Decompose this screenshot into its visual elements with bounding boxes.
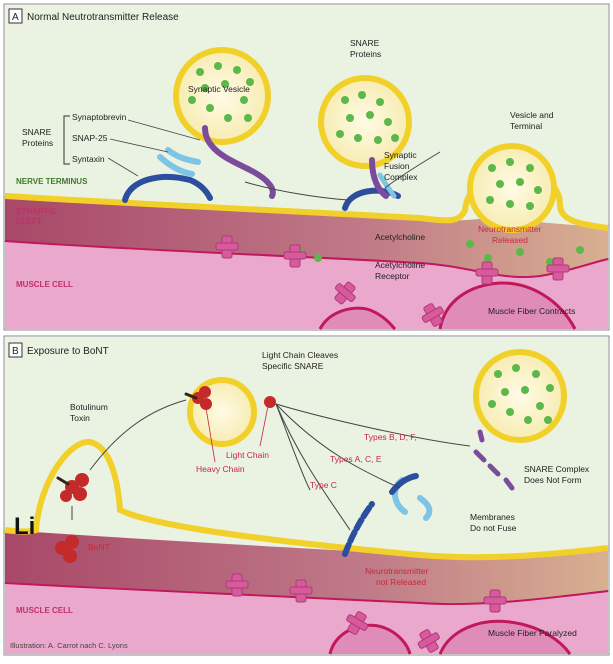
label-snare-complex-1: SNARE Complex xyxy=(524,464,590,474)
label-ach-receptor-1: Acetylcholine xyxy=(375,260,425,270)
label-ach-receptor-2: Receptor xyxy=(375,271,410,281)
label-synaptobrevin: Synaptobrevin xyxy=(72,112,127,122)
label-botulinum-2: Toxin xyxy=(70,413,90,423)
synaptic-vesicle-1 xyxy=(176,50,268,142)
label-synaptic-vesicle: Synaptic Vesicle xyxy=(188,84,250,94)
label-type-c: Type C xyxy=(310,480,337,490)
label-nt-not-released-2: not Released xyxy=(376,577,426,587)
label-muscle-paralyzed: Muscle Fiber Paralyzed xyxy=(488,628,577,638)
label-bont: BoNT xyxy=(88,542,110,552)
label-nerve-terminus: NERVE TERMINUS xyxy=(16,177,88,186)
label-fusion-2: Fusion xyxy=(384,161,410,171)
label-membranes-2: Do not Fuse xyxy=(470,523,517,533)
label-types-bdf: Types B, D, F, xyxy=(364,432,417,442)
label-snare-bracket-1: SNARE xyxy=(22,127,52,137)
label-light-chain-cleaves-1: Light Chain Cleaves xyxy=(262,350,338,360)
label-acetylcholine: Acetylcholine xyxy=(375,232,425,242)
panel-b: B Exposure to BoNT Light Chain Cleaves S… xyxy=(4,336,609,655)
label-nt-released-1: Neurotransmitter xyxy=(478,224,541,234)
label-nt-released-2: Released xyxy=(492,235,528,245)
unfused-vesicle xyxy=(476,352,564,440)
label-types-ace: Types A, C, E xyxy=(330,454,382,464)
label-cleft-2: CLEFT xyxy=(16,217,42,226)
label-snare-bracket-2: Proteins xyxy=(22,138,53,148)
label-snare-complex-2: Does Not Form xyxy=(524,475,582,485)
label-fusion-1: Synaptic xyxy=(384,150,417,160)
panel-a-title: Normal Neutrotransmitter Release xyxy=(27,12,179,23)
label-membranes-1: Membranes xyxy=(470,512,515,522)
label-vesicle-terminal-2: Terminal xyxy=(510,121,542,131)
panel-a: A Normal Neutrotransmitter Release Synap… xyxy=(4,4,609,330)
label-muscle-cell-b: MUSCLE CELL xyxy=(16,606,73,615)
label-fusion-3: Complex xyxy=(384,172,418,182)
label-botulinum-1: Botulinum xyxy=(70,402,108,412)
label-li: Li xyxy=(14,513,35,540)
label-snap25: SNAP-25 xyxy=(72,133,108,143)
panel-a-letter: A xyxy=(12,12,19,23)
label-light-chain: Light Chain xyxy=(226,450,269,460)
label-snare-top-1: SNARE xyxy=(350,38,380,48)
label-nt-not-released-1: Neurotransmitter xyxy=(365,566,428,576)
label-syntaxin: Syntaxin xyxy=(72,154,105,164)
label-vesicle-terminal-1: Vesicle and xyxy=(510,110,554,120)
panel-b-letter: B xyxy=(12,346,19,357)
label-heavy-chain: Heavy Chain xyxy=(196,464,245,474)
illustration-credit: Illustration: A. Carrot nach C. Lyons xyxy=(10,641,128,650)
label-muscle-contracts: Muscle Fiber Contracts xyxy=(488,306,575,316)
label-muscle-cell-a: MUSCLE CELL xyxy=(16,280,73,289)
label-cleft-1: SYNAPTIC xyxy=(16,207,57,216)
panel-b-title: Exposure to BoNT xyxy=(27,346,109,357)
label-light-chain-cleaves-2: Specific SNARE xyxy=(262,361,324,371)
label-snare-top-2: Proteins xyxy=(350,49,381,59)
